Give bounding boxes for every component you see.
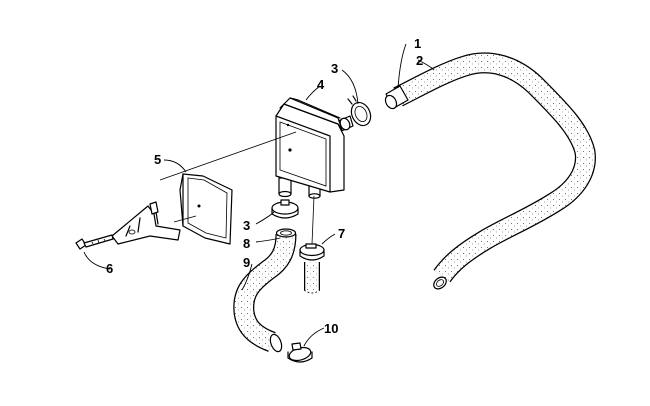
clamp-hose-end	[287, 342, 313, 363]
callout-2: 2	[416, 53, 423, 68]
callout-6: 6	[106, 261, 113, 276]
clamp-upper	[347, 95, 372, 127]
assembly-lines	[159, 131, 315, 245]
callout-8: 8	[243, 236, 250, 251]
callout-1: 1	[414, 36, 421, 51]
callout-5: 5	[154, 152, 161, 167]
long-hose	[393, 52, 596, 283]
leader-lines	[83, 43, 435, 347]
breather-box	[275, 97, 354, 199]
callout-9: 9	[243, 255, 250, 270]
callout-10: 10	[324, 321, 338, 336]
callout-7: 7	[338, 226, 345, 241]
cover-plate	[179, 173, 233, 245]
callouts: 1 2 3 4 5 6 3 8 9 7 10	[106, 36, 423, 336]
hose-bottom-end	[433, 276, 447, 290]
clamp-drain	[299, 243, 325, 261]
short-hose	[233, 228, 297, 353]
hose-end-fitting	[384, 85, 409, 110]
clamp-lower	[271, 199, 299, 219]
callout-3-upper: 3	[331, 61, 338, 76]
callout-3-lower: 3	[243, 218, 250, 233]
mounting-bracket	[111, 201, 181, 245]
callout-4: 4	[317, 77, 325, 92]
bolt	[75, 234, 114, 250]
drain-hose	[303, 262, 321, 294]
